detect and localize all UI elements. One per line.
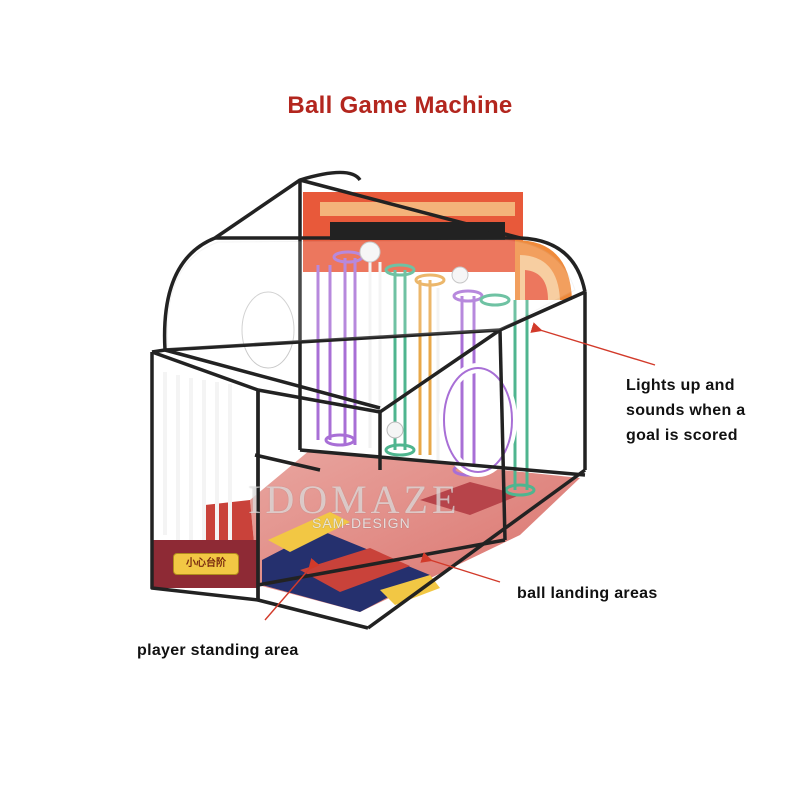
ball (451, 266, 469, 284)
watermark-brand: IDOMAZE (248, 477, 461, 522)
label-ball-landing: ball landing areas (517, 585, 658, 602)
light-ring-left-outline (241, 291, 295, 369)
label-lights-line1: Lights up and (626, 377, 735, 394)
light-ring-front-outline (443, 367, 513, 473)
label-player-area: player standing area (137, 642, 299, 659)
diagram-title: Ball Game Machine (287, 92, 513, 119)
tubes (298, 250, 536, 497)
label-lights-line3: goal is scored (626, 427, 738, 444)
arrow-player (264, 557, 320, 621)
caution-step-badge: 小心台阶 (173, 553, 239, 575)
back-light-panel (303, 192, 572, 300)
frame (150, 170, 587, 630)
watermark-sub: SAM-DESIGN (312, 515, 411, 531)
ball (359, 241, 381, 263)
ball (386, 421, 404, 439)
label-lights-line2: sounds when a (626, 402, 746, 419)
glass-canopy (166, 239, 576, 349)
arrow-lights (530, 322, 656, 366)
left-white-bars (163, 372, 232, 560)
label-lights: Lights up and sounds when a goal is scor… (626, 373, 796, 448)
arrow-landing (420, 552, 501, 583)
annotation-arrows (264, 322, 656, 621)
